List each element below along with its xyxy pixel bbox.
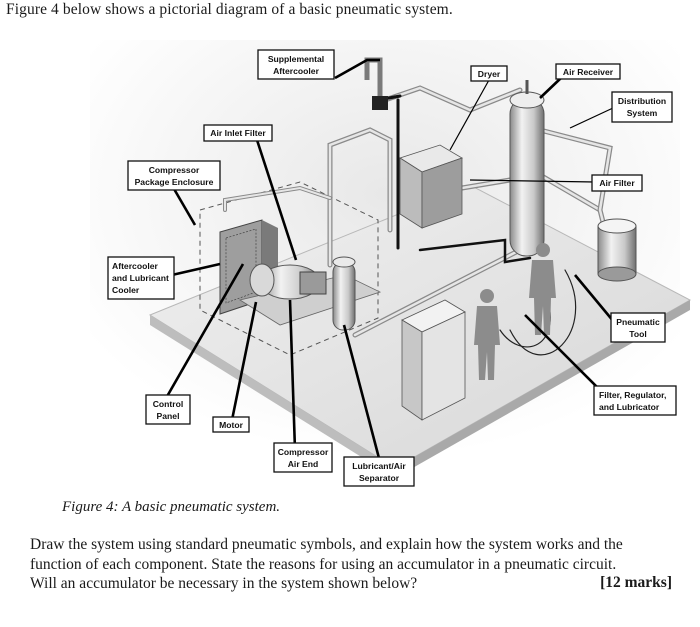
callout-distribution-system: Distribution System <box>611 91 673 123</box>
figure-caption: Figure 4: A basic pneumatic system. <box>62 499 281 515</box>
callout-pneumatic-tool-line1: Pneumatic <box>616 317 660 327</box>
marks-label: [12 marks] <box>600 574 672 591</box>
callout-dryer: Dryer <box>470 65 508 82</box>
callout-motor-line1: Motor <box>219 420 244 430</box>
callout-filter-regulator-lubricator: Filter, Regulator, and Lubricator <box>593 385 677 416</box>
pointer-lines <box>149 58 616 463</box>
callout-distribution-system-line1: Distribution <box>618 96 666 106</box>
callout-frl-line2: and Lubricator <box>599 402 660 412</box>
callout-air-filter-line1: Air Filter <box>599 178 635 188</box>
callout-compressor-air-end-line2: Air End <box>288 459 319 469</box>
question-line-2: function of each component. State the re… <box>30 555 617 573</box>
callout-motor: Motor <box>212 416 250 433</box>
callout-air-filter: Air Filter <box>591 174 643 192</box>
callout-aftercooler-line1: Aftercooler <box>112 261 158 271</box>
control-cabinet <box>401 299 466 421</box>
callout-compressor-air-end: Compressor Air End <box>273 442 333 473</box>
callout-aftercooler-line3: Cooler <box>112 285 140 295</box>
pneumatic-tool-drum <box>597 218 637 282</box>
callout-lubricant-air-separator: Lubricant/Air Separator <box>343 456 415 487</box>
callout-distribution-system-line2: System <box>627 108 658 118</box>
callout-supplemental-aftercooler-line2: Aftercooler <box>273 66 319 76</box>
callout-dryer-line1: Dryer <box>478 69 501 79</box>
question-line-3: Will an accumulator be necessary in the … <box>30 575 418 593</box>
callout-pneumatic-tool: Pneumatic Tool <box>610 312 666 343</box>
question-line-1: Draw the system using standard pneumatic… <box>30 536 623 553</box>
callout-control-panel-line2: Panel <box>157 411 180 421</box>
separator-tank <box>332 256 356 331</box>
compressor-package-enclosure <box>199 181 379 356</box>
pneumatic-system-diagram: Supplemental Aftercooler Dryer Air Recei… <box>90 40 692 487</box>
callout-aftercooler-line2: and Lubricant <box>112 273 169 283</box>
callout-compressor-air-end-line1: Compressor <box>278 447 329 457</box>
callout-frl-line1: Filter, Regulator, <box>599 390 666 400</box>
callout-supplemental-aftercooler-line1: Supplemental <box>268 54 324 64</box>
callout-separator-line1: Lubricant/Air <box>352 461 406 471</box>
worker-silhouettes <box>474 243 556 380</box>
callout-control-panel: Control Panel <box>145 394 191 425</box>
callout-pneumatic-tool-line2: Tool <box>629 329 647 339</box>
question-text: Draw the system using standard pneumatic… <box>30 535 676 594</box>
callout-compressor-package-enclosure: Compressor Package Enclosure <box>127 160 221 191</box>
callout-control-panel-line1: Control <box>153 399 184 409</box>
callout-air-receiver: Air Receiver <box>555 63 621 80</box>
air-receiver-tank <box>509 80 545 257</box>
callout-separator-line2: Separator <box>359 473 400 483</box>
callout-aftercooler-lubricant-cooler: Aftercooler and Lubricant Cooler <box>107 256 175 300</box>
callout-air-receiver-line1: Air Receiver <box>563 67 614 77</box>
callout-compressor-package-enclosure-line2: Package Enclosure <box>135 177 214 187</box>
callout-supplemental-aftercooler: Supplemental Aftercooler <box>257 49 335 80</box>
dryer-unit <box>399 144 463 229</box>
callout-air-inlet-filter: Air Inlet Filter <box>203 124 273 142</box>
callout-air-inlet-filter-line1: Air Inlet Filter <box>210 128 266 138</box>
callout-compressor-package-enclosure-line1: Compressor <box>149 165 200 175</box>
intro-text: Figure 4 below shows a pictorial diagram… <box>6 1 453 18</box>
